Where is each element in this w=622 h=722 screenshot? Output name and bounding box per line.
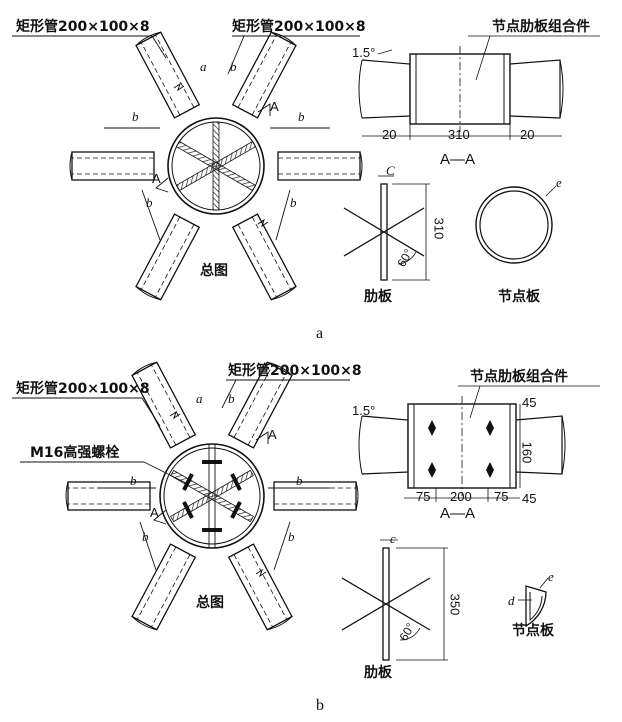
top-section-aa <box>358 35 600 140</box>
top-overview-label: 总图 <box>200 263 228 279</box>
bottom-cut-a2: A <box>150 505 159 520</box>
bottom-dim-75a: 75 <box>416 489 431 504</box>
bottom-assembly-label: 节点肋板组合件 <box>470 369 568 385</box>
caption-a: a <box>316 325 324 342</box>
top-branch-a1: a <box>200 59 207 74</box>
bottom-ribs <box>170 469 254 523</box>
bottom-node-plate <box>518 577 549 628</box>
bottom-rib-label: 肋板 <box>364 665 392 681</box>
bottom-plate-e: e <box>548 569 554 584</box>
bottom-dim-75b: 75 <box>494 489 509 504</box>
top-rib-thk: C <box>386 163 395 178</box>
bottom-dim-rib-height: 350 <box>447 593 463 616</box>
top-node-plate <box>475 185 557 264</box>
bottom-angle-slope: 1.5° <box>352 403 376 418</box>
bottom-branch-b4: b <box>142 529 149 544</box>
top-leaders <box>12 35 360 241</box>
top-overview <box>69 29 363 303</box>
bottom-overview <box>65 359 359 633</box>
bottom-section-bolts <box>428 420 494 478</box>
top-plate-thk: e <box>556 175 562 190</box>
bottom-plate-d: d <box>508 593 515 608</box>
bottom-branch-b5: b <box>288 529 295 544</box>
bottom-branch-b1: b <box>228 391 235 406</box>
top-branch-b4: b <box>146 195 153 210</box>
bottom-plate-label: 节点板 <box>512 623 554 639</box>
top-assembly-label: 节点肋板组合件 <box>492 19 590 35</box>
top-angle-slope: 1.5° <box>352 45 376 60</box>
bottom-rib-thk: c <box>390 531 396 546</box>
top-dim-right: 20 <box>520 127 535 142</box>
bottom-branch-a1: a <box>196 391 203 406</box>
bottom-rib-plate <box>341 539 448 661</box>
bottom-dim-160: 160 <box>519 441 535 464</box>
bottom-overview-label: 总图 <box>196 595 224 611</box>
top-section-title: A—A <box>440 151 476 168</box>
top-ribs <box>175 121 257 211</box>
bottom-section-aa <box>358 385 600 502</box>
top-cut-a1: A <box>270 99 279 114</box>
bottom-branch-b3: b <box>296 473 303 488</box>
bottom-tube-label-left: 矩形管200×100×8 <box>16 381 150 397</box>
top-dim-left: 20 <box>382 127 397 142</box>
top-branch-b5: b <box>290 195 297 210</box>
top-plate-label: 节点板 <box>498 289 540 305</box>
bottom-section-title: A—A <box>440 505 476 522</box>
bottom-tube-label-right: 矩形管200×100×8 <box>228 363 362 379</box>
bottom-cut-a1: A <box>268 427 277 442</box>
top-tube-label-right: 矩形管200×100×8 <box>232 19 366 35</box>
bottom-dim-45-top: 45 <box>522 395 537 410</box>
top-dim-mid: 310 <box>448 127 470 142</box>
top-cut-a2: A <box>152 171 161 186</box>
caption-b: b <box>316 697 324 714</box>
bottom-branch-b2: b <box>130 473 137 488</box>
top-branch-b3: b <box>298 109 305 124</box>
top-rib-label: 肋板 <box>364 289 392 305</box>
top-branch-b1: b <box>230 59 237 74</box>
bolt-marks <box>182 460 242 532</box>
bottom-leaders <box>12 379 350 571</box>
bottom-dim-45-bot: 45 <box>522 491 537 506</box>
top-rib-plate <box>343 175 430 281</box>
top-tube-label-left: 矩形管200×100×8 <box>16 19 150 35</box>
bottom-bolt-label: M16高强螺栓 <box>30 445 120 461</box>
bottom-dim-200: 200 <box>450 489 472 504</box>
top-branch-b2: b <box>132 109 139 124</box>
top-dim-rib-height: 310 <box>431 217 447 240</box>
